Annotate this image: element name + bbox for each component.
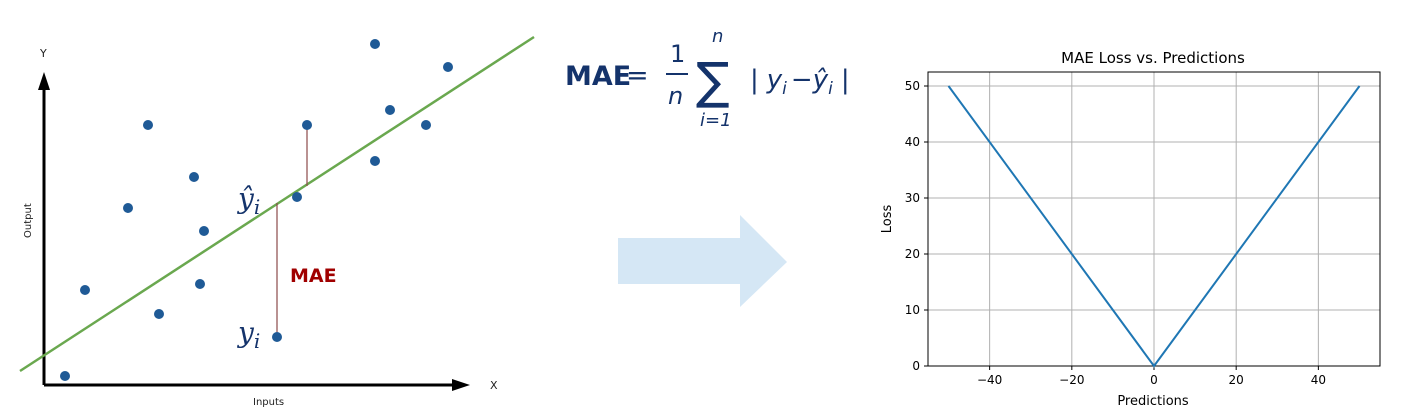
x-axis-arrowhead xyxy=(452,379,470,391)
mae-label: MAE xyxy=(290,265,337,287)
x-tick-label: 40 xyxy=(1311,373,1326,387)
y-tick-label: 40 xyxy=(905,135,920,149)
y-tick-label: 0 xyxy=(912,359,920,373)
x-tick-label: −20 xyxy=(1059,373,1084,387)
y-tick-label: 10 xyxy=(905,303,920,317)
data-point xyxy=(123,203,133,213)
formula-equals: = xyxy=(626,60,649,91)
summation-symbol: ∑ xyxy=(696,52,730,110)
data-point xyxy=(385,105,395,115)
chart-title: MAE Loss vs. Predictions xyxy=(1061,49,1245,67)
y-hat-label: ŷi xyxy=(236,182,260,219)
scatter-diagram: Y X Output Inputs MAE ŷi yi xyxy=(19,35,535,408)
y-axis-arrowhead xyxy=(38,72,50,90)
x-axis-title: Inputs xyxy=(253,397,284,408)
y-axis-label: Loss xyxy=(880,205,895,234)
mae-loss-chart: MAE Loss vs. Predictions −40 −20 0 20 40 0 10 2… xyxy=(880,49,1381,409)
x-tick-label: 20 xyxy=(1229,373,1244,387)
data-point xyxy=(272,332,282,342)
formula-upper-limit: n xyxy=(712,26,723,47)
y-tick-label: 30 xyxy=(905,191,920,205)
data-point xyxy=(421,120,431,130)
data-point xyxy=(154,309,164,319)
loss-series-line xyxy=(947,85,1361,368)
data-point xyxy=(199,226,209,236)
y-tick-label: 50 xyxy=(905,79,920,93)
formula-body: |yi−ŷi| xyxy=(750,65,850,99)
x-axis-letter: X xyxy=(490,379,498,392)
data-point xyxy=(60,371,70,381)
formula-denominator: n xyxy=(668,82,683,110)
formula-lower-limit: i=1 xyxy=(700,110,732,131)
x-tick-label: 0 xyxy=(1150,373,1158,387)
x-tick-label: −40 xyxy=(977,373,1002,387)
data-point xyxy=(143,120,153,130)
data-point xyxy=(370,39,380,49)
data-point xyxy=(443,62,453,72)
data-point xyxy=(80,285,90,295)
data-point xyxy=(370,156,380,166)
mae-formula: MAE = 1 n n ∑ i=1 |yi−ŷi| xyxy=(565,26,850,131)
y-tick-label: 20 xyxy=(905,247,920,261)
formula-numerator: 1 xyxy=(670,40,685,68)
y-axis-letter: Y xyxy=(39,47,47,60)
data-point xyxy=(302,120,312,130)
y-label: yi xyxy=(236,316,260,353)
x-axis-label: Predictions xyxy=(1117,394,1189,409)
formula-lhs: MAE xyxy=(565,61,631,92)
y-axis-title: Output xyxy=(23,203,34,238)
data-point xyxy=(195,279,205,289)
arrow-shape xyxy=(618,215,787,307)
data-point xyxy=(292,192,302,202)
right-arrow xyxy=(618,215,787,307)
data-point xyxy=(189,172,199,182)
